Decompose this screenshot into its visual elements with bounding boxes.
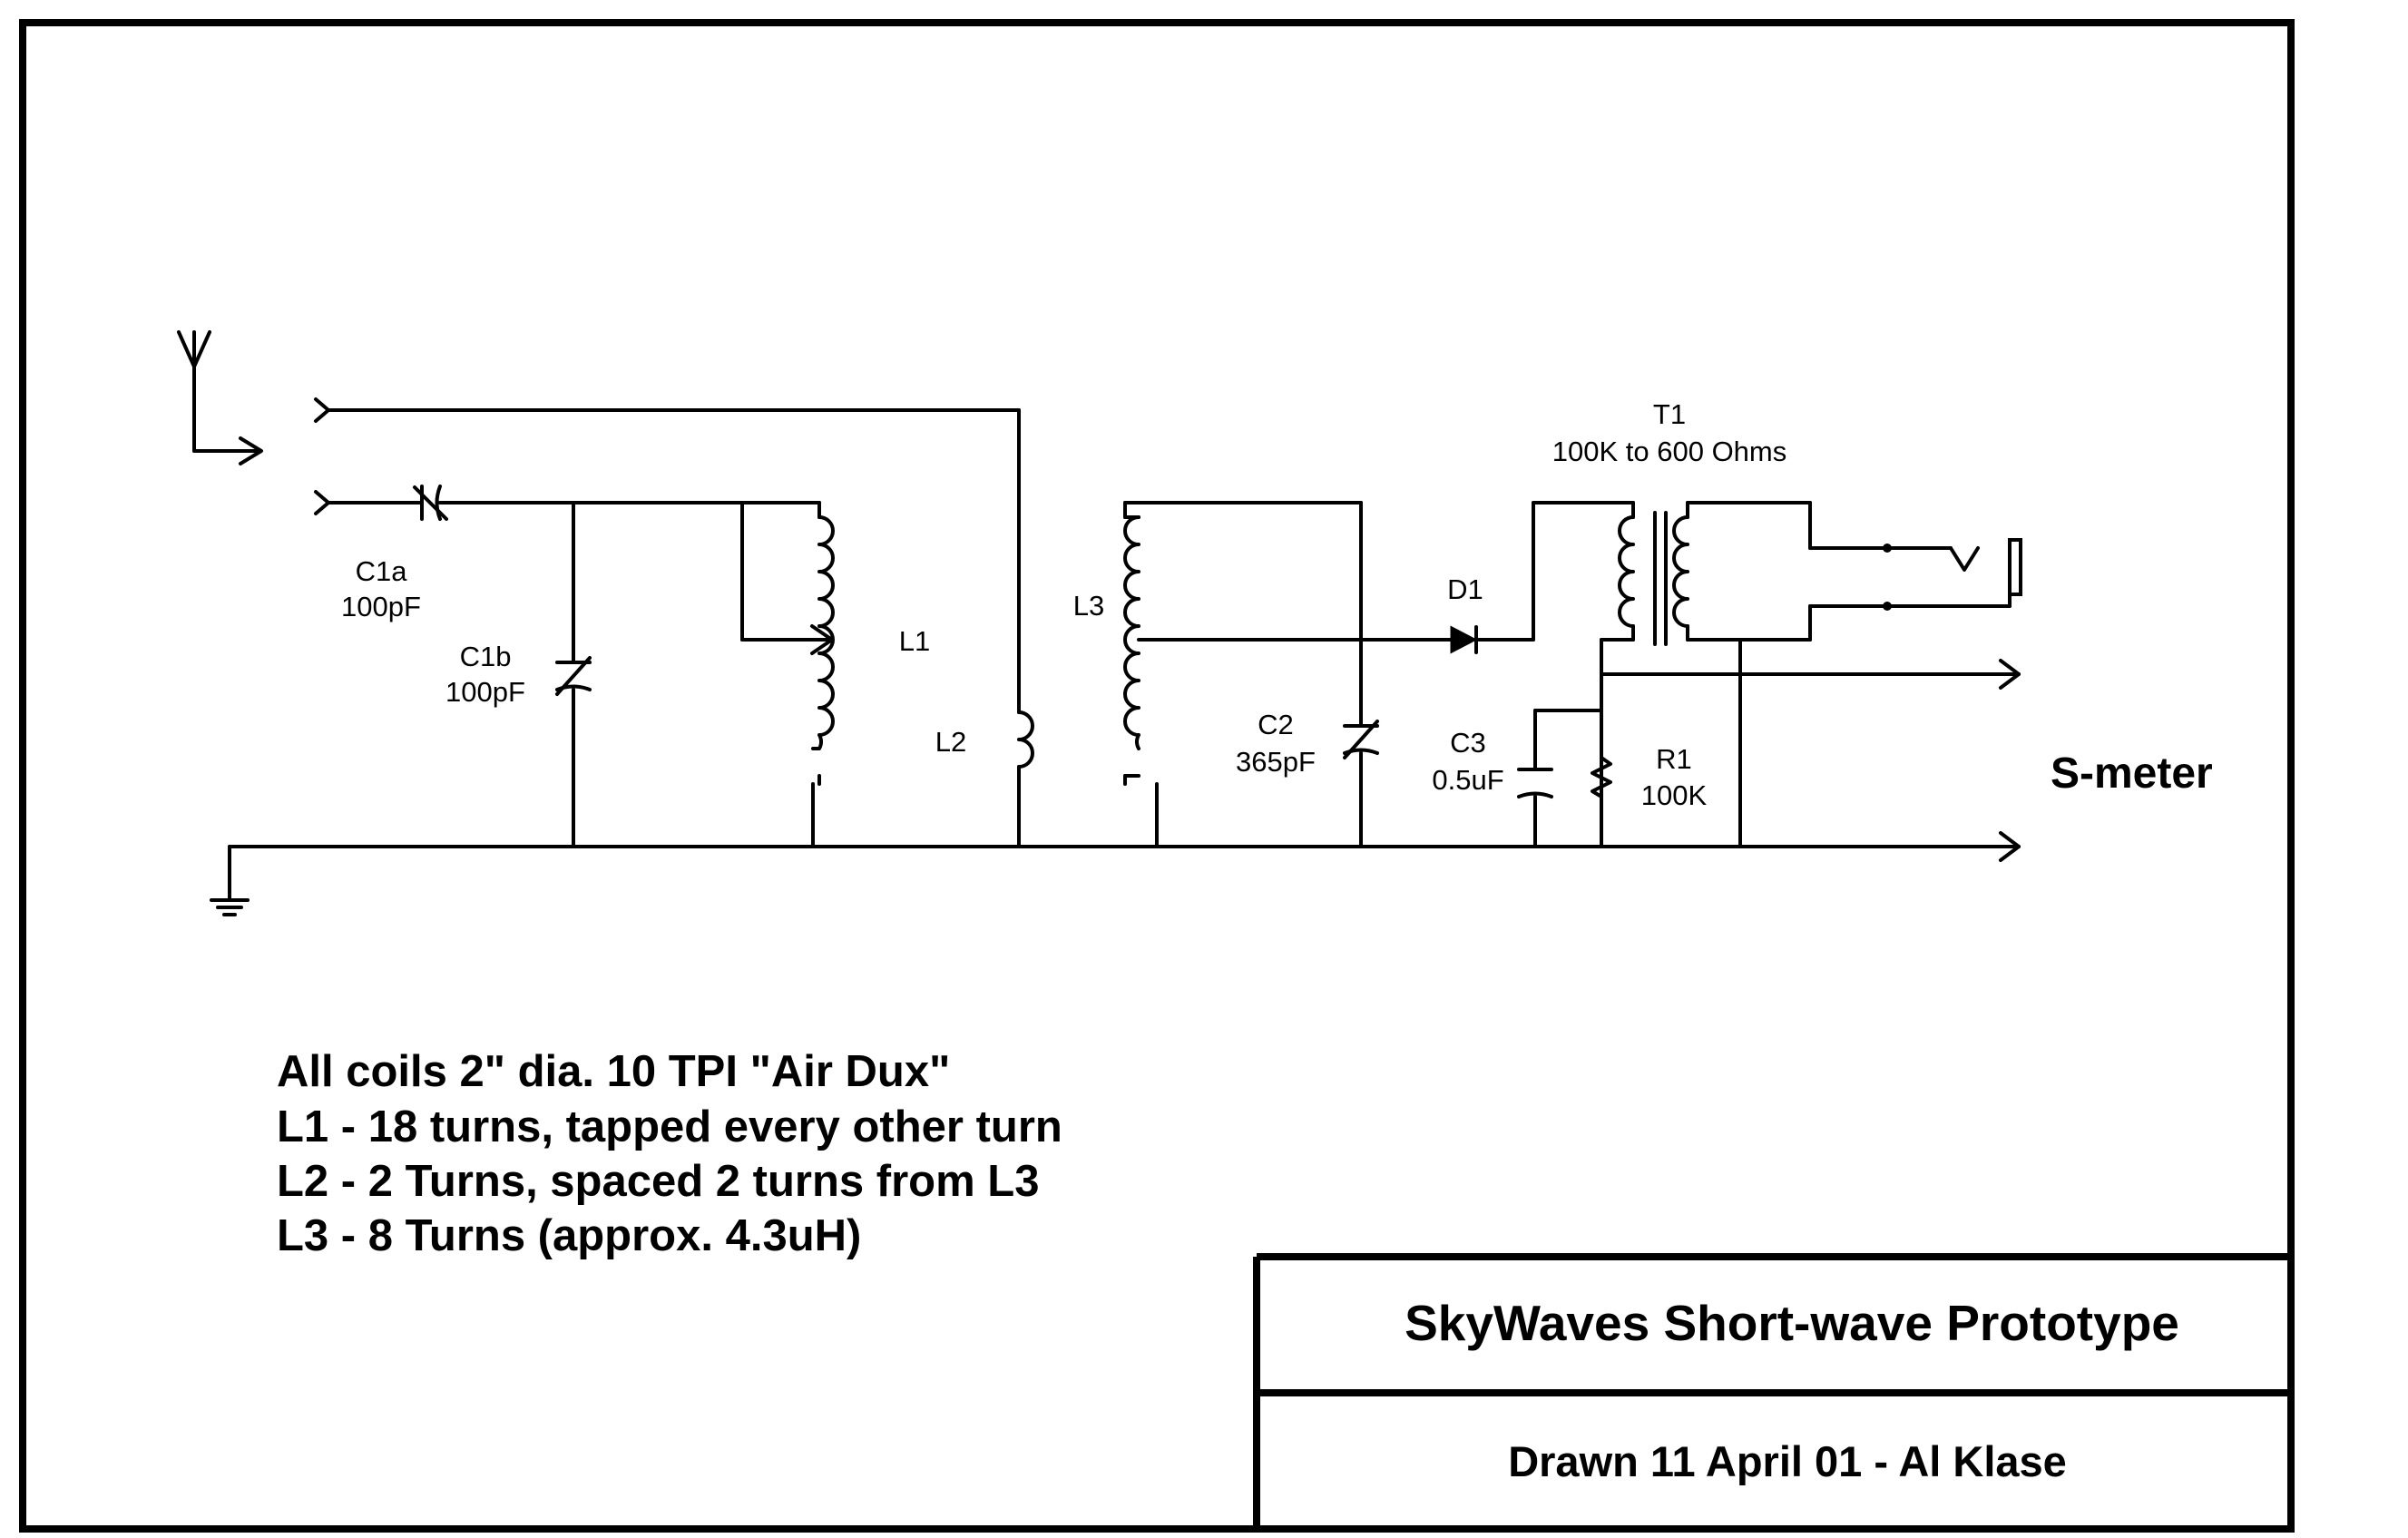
wiring [228, 408, 2021, 848]
inductor-l1-icon [811, 515, 835, 750]
r1-ref: R1 [1656, 743, 1692, 775]
capacitor-c1b-icon [555, 656, 592, 696]
drawing-frame [19, 19, 2295, 1533]
drawn-by: Drawn 11 April 01 - Al Klase [1508, 1437, 2067, 1485]
drawing-title: SkyWaves Short-wave Prototype [1405, 1295, 2179, 1351]
c1a-value: 100pF [341, 591, 421, 622]
c1a-ref: C1a [356, 555, 408, 587]
c1b-ref: C1b [460, 641, 512, 672]
c3-ref: C3 [1450, 727, 1486, 759]
c2-value: 365pF [1236, 746, 1316, 778]
note-line-4: L3 - 8 Turns (approx. 4.3uH) [277, 1211, 861, 1260]
t1-ref: T1 [1653, 398, 1686, 430]
transformer-t1-icon [1618, 511, 1689, 646]
capacitor-c1a-icon [413, 485, 448, 521]
resistor-r1-icon [1591, 756, 1612, 798]
antenna-icon [177, 330, 263, 465]
note-line-2: L1 - 18 turns, tapped every other turn [277, 1102, 1062, 1151]
c3-value: 0.5uF [1432, 764, 1503, 796]
headphone-jack-icon [1883, 538, 2022, 611]
note-line-1: All coils 2" dia. 10 TPI "Air Dux" [277, 1047, 950, 1096]
c2-ref: C2 [1258, 709, 1294, 740]
inductor-l3-icon [1123, 515, 1140, 778]
antenna-terminal-2 [314, 490, 330, 515]
inductor-l2-icon [1017, 710, 1034, 769]
l1-ref: L1 [899, 625, 930, 657]
t1-value: 100K to 600 Ohms [1552, 436, 1787, 467]
l2-ref: L2 [935, 726, 966, 758]
l3-ref: L3 [1073, 590, 1104, 622]
antenna-terminal-1 [314, 397, 330, 423]
s-meter-label: S-meter [2051, 749, 2213, 798]
r1-value: 100K [1641, 779, 1708, 811]
note-line-3: L2 - 2 Turns, spaced 2 turns from L3 [277, 1157, 1039, 1206]
ground-icon [210, 845, 250, 916]
s-meter-output-arrow-top [1999, 659, 2021, 690]
d1-ref: D1 [1447, 573, 1483, 605]
s-meter-output-arrow-bottom [1999, 831, 2021, 862]
capacitor-c3-icon [1517, 768, 1553, 798]
c1b-value: 100pF [445, 676, 525, 708]
diode-d1-icon [1450, 625, 1478, 654]
capacitor-c2-icon [1343, 720, 1379, 764]
